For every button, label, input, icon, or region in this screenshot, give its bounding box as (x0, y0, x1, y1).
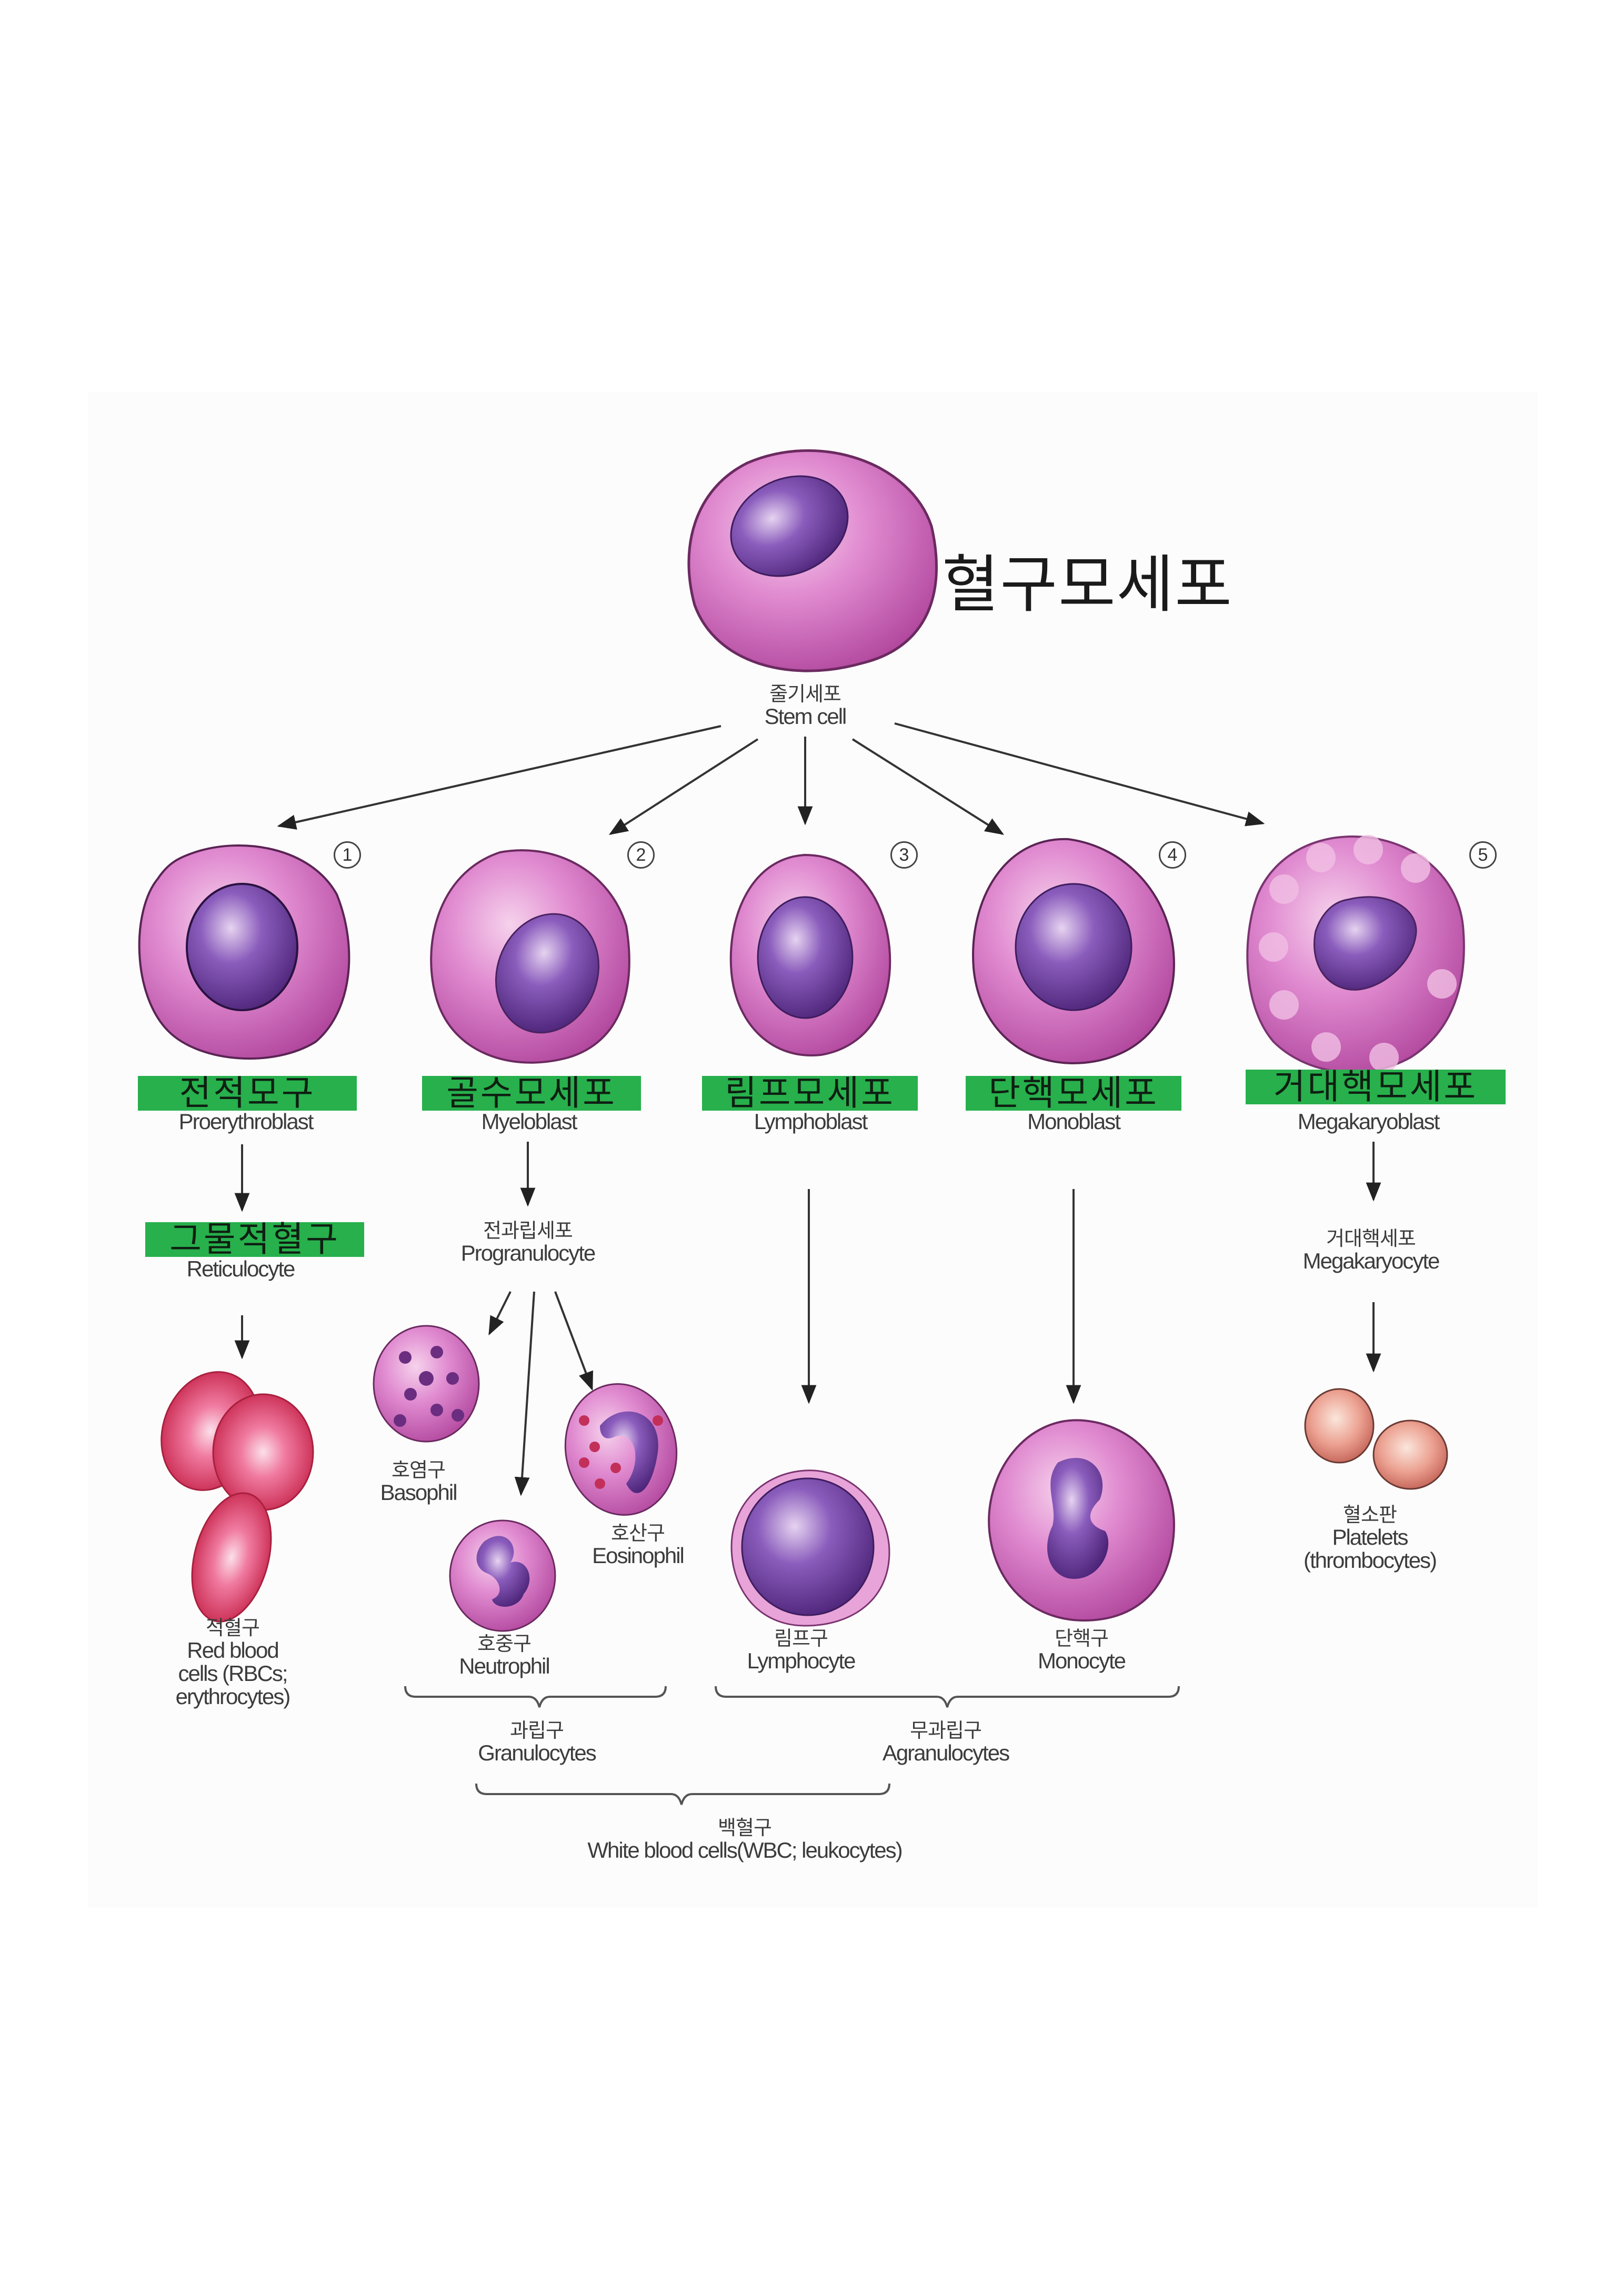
agranulocytes-ko: 무과립구 (910, 1719, 982, 1742)
granulocytes-en: Granulocytes (478, 1740, 596, 1765)
brace-wbc (475, 1783, 890, 1805)
eosinophil-illustration (564, 1383, 678, 1516)
wbc-label: 백혈구 White blood cells(WBC; leukocytes) (587, 1816, 903, 1862)
reticulocyte-en: Reticulocyte (186, 1256, 296, 1281)
neutrophil-illustration (449, 1519, 556, 1632)
basophil-illustration (373, 1325, 480, 1443)
myeloblast-illustration (430, 849, 630, 1064)
proerythroblast-illustration (138, 844, 350, 1060)
agranulocytes-label: 무과립구 Agranulocytes (882, 1719, 1010, 1765)
agranulocytes-en: Agranulocytes (882, 1740, 1010, 1765)
rbc-en-2: cells (RBCs; (178, 1660, 288, 1686)
stem-cell-label: 줄기세포 Stem cell (764, 682, 847, 729)
wbc-ko: 백혈구 (718, 1816, 772, 1839)
eosinophil-label: 호산구 Eosinophil (592, 1522, 685, 1568)
progranulocyte-ko: 전과립세포 (483, 1219, 573, 1242)
rbc-en-3: erythrocytes) (175, 1684, 291, 1709)
myeloblast-en: Myeloblast (481, 1109, 578, 1134)
brace-granulocytes (404, 1686, 667, 1708)
proerythroblast-label: Proerythroblast (178, 1109, 314, 1134)
platelets-ko: 혈소판 (1343, 1503, 1397, 1526)
stem-cell-illustration (687, 449, 938, 672)
platelets-en-2: (thrombocytes) (1303, 1547, 1437, 1573)
proerythroblast-en: Proerythroblast (178, 1109, 314, 1134)
diagram-title: 혈구모세포 (942, 548, 1233, 621)
lymphocyte-label: 림프구 Lymphocyte (747, 1627, 856, 1673)
lineage-number-4: 4 (1159, 841, 1186, 869)
wbc-en: White blood cells(WBC; leukocytes) (587, 1837, 903, 1862)
neutrophil-ko: 호중구 (477, 1632, 532, 1655)
megakaryoblast-highlight: 거대핵모세포 (1246, 1070, 1506, 1104)
stem-arrows (277, 722, 1265, 835)
eosinophil-en: Eosinophil (592, 1543, 685, 1568)
lineage-number-3: 3 (890, 841, 918, 869)
lineage-arrows (234, 1142, 1381, 1496)
stem-cell-en: Stem cell (764, 703, 847, 729)
megakaryoblast-en: Megakaryoblast (1297, 1109, 1440, 1134)
lineage-number-1: 1 (334, 841, 361, 869)
arrow-to-megakaryoblast (894, 722, 1265, 827)
monoblast-label: Monoblast (1027, 1109, 1121, 1134)
reticulocyte-highlight: 그물적혈구 (145, 1222, 364, 1257)
lymphoblast-illustration (729, 853, 891, 1056)
monocyte-en: Monocyte (1037, 1648, 1126, 1673)
basophil-ko: 호염구 (392, 1458, 446, 1482)
lymphocyte-illustration (730, 1469, 890, 1627)
red-blood-cells-illustration (161, 1371, 314, 1623)
neutrophil-en: Neutrophil (459, 1653, 550, 1678)
rbc-ko: 적혈구 (206, 1616, 260, 1639)
megakaryoblast-label: Megakaryoblast (1297, 1109, 1440, 1134)
lymphocyte-ko: 림프구 (774, 1627, 828, 1650)
megakaryocyte-en: Megakaryocyte (1302, 1248, 1440, 1273)
proerythroblast-highlight: 전적모구 (138, 1076, 357, 1111)
monocyte-label: 단핵구 Monocyte (1037, 1627, 1126, 1673)
lymphoblast-label: Lymphoblast (754, 1109, 868, 1134)
platelets-illustration (1304, 1388, 1448, 1490)
neutrophil-label: 호중구 Neutrophil (459, 1632, 550, 1678)
platelets-en-1: Platelets (1332, 1524, 1408, 1549)
megakaryocyte-label: 거대핵세포 Megakaryocyte (1302, 1227, 1440, 1273)
monocyte-ko: 단핵구 (1055, 1627, 1109, 1650)
stem-cell-ko: 줄기세포 (769, 682, 841, 706)
lineage-number-5: 5 (1469, 841, 1497, 869)
rbc-label: 적혈구 Red blood cells (RBCs; erythrocytes) (175, 1616, 291, 1709)
myeloblast-highlight: 골수모세포 (422, 1076, 641, 1111)
monoblast-highlight: 단핵모세포 (966, 1076, 1181, 1111)
megakaryocyte-ko: 거대핵세포 (1326, 1227, 1416, 1250)
eosinophil-ko: 호산구 (611, 1522, 665, 1545)
progranulocyte-en: Progranulocyte (460, 1240, 596, 1265)
arrow-to-myeloblast (608, 738, 759, 835)
lymphoblast-highlight: 림프모세포 (702, 1076, 918, 1111)
basophil-en: Basophil (380, 1479, 457, 1505)
brace-agranulocytes (715, 1686, 1180, 1708)
arrow-to-monoblast (851, 738, 1005, 835)
lymphoblast-en: Lymphoblast (754, 1109, 868, 1134)
lymphocyte-en: Lymphocyte (747, 1648, 856, 1673)
lineage-number-2: 2 (627, 841, 655, 869)
monoblast-illustration (972, 838, 1175, 1064)
basophil-label: 호염구 Basophil (380, 1458, 457, 1505)
myeloblast-label: Myeloblast (481, 1109, 578, 1134)
platelets-label: 혈소판 Platelets (thrombocytes) (1303, 1503, 1437, 1573)
rbc-en-1: Red blood (187, 1637, 279, 1663)
braces (404, 1686, 1180, 1805)
arrow-to-proerythroblast (277, 725, 721, 830)
granulocytes-label: 과립구 Granulocytes (478, 1719, 596, 1765)
progranulocyte-label: 전과립세포 Progranulocyte (460, 1219, 596, 1265)
monocyte-illustration (988, 1419, 1175, 1622)
megakaryoblast-illustration (1246, 835, 1465, 1074)
monoblast-en: Monoblast (1027, 1109, 1121, 1134)
reticulocyte-label: Reticulocyte (186, 1256, 296, 1281)
granulocytes-ko: 과립구 (510, 1719, 564, 1742)
